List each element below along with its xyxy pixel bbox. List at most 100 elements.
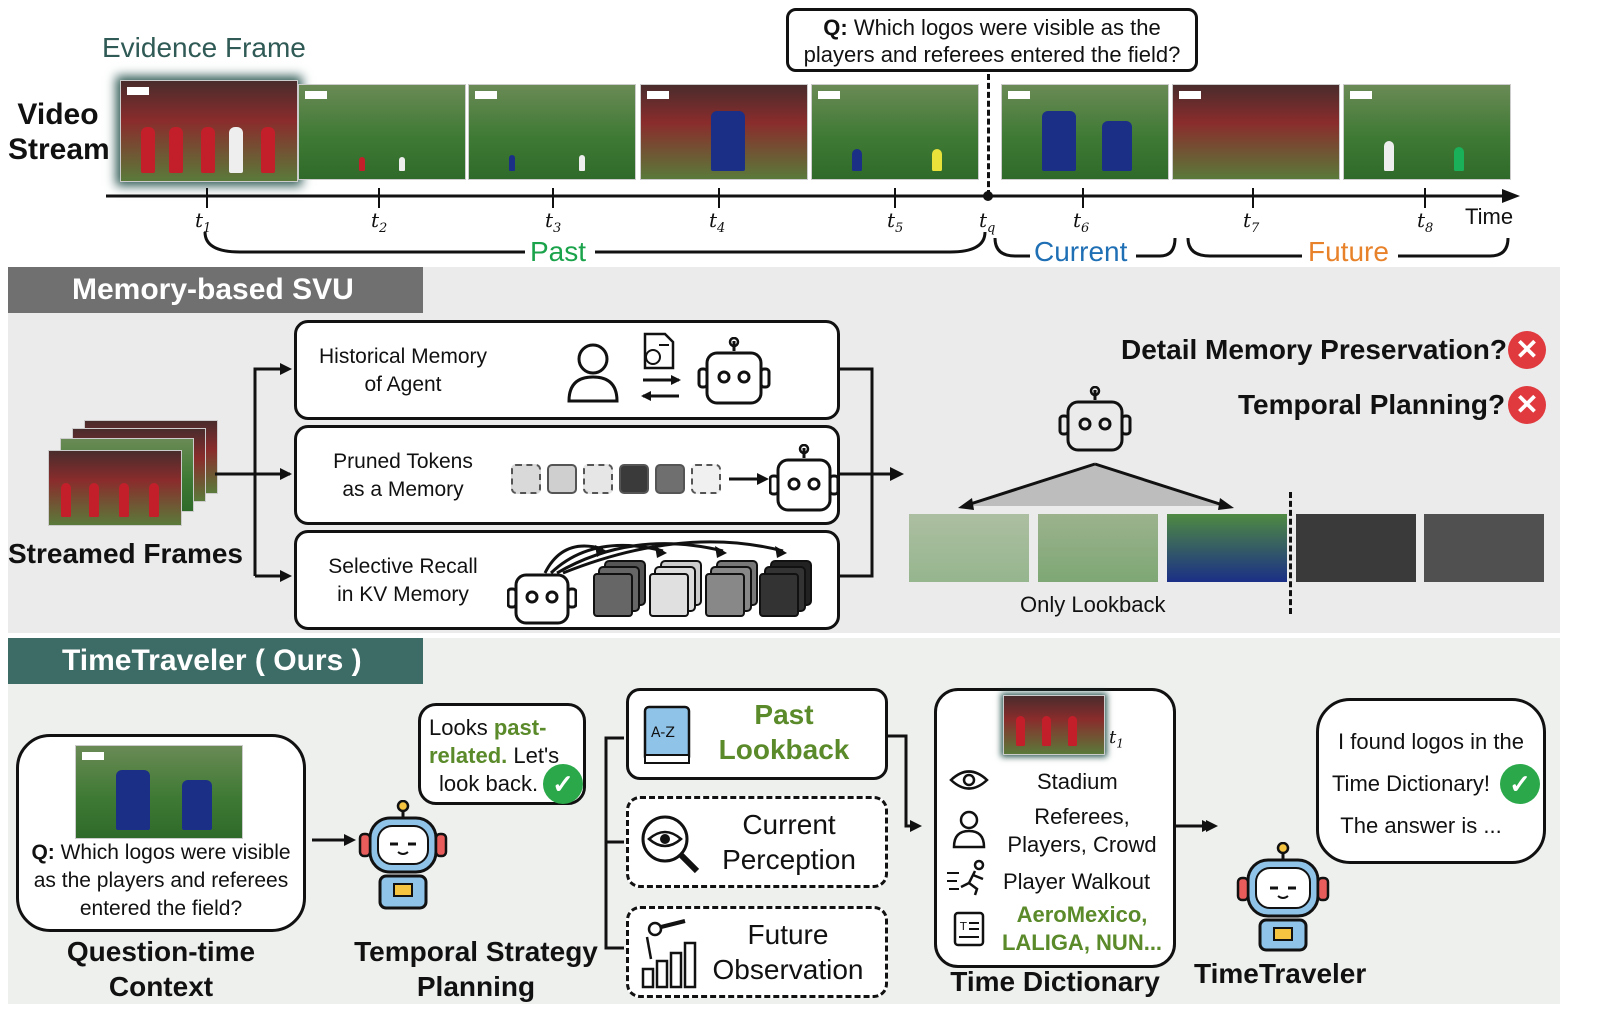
tick-label-4: t4: [709, 208, 726, 236]
token-pruned: [511, 464, 541, 494]
tick-label-2: t2: [371, 208, 388, 236]
tick-4: [718, 188, 720, 208]
user-icon: [567, 343, 619, 403]
current-line2: Perception: [722, 844, 856, 875]
current-label: Current: [1034, 236, 1128, 267]
context-label-line1: Question-time: [66, 936, 256, 967]
dict-people: Referees, Players, Crowd: [997, 803, 1167, 859]
robot-icon: [1058, 386, 1132, 452]
video-frame-2: [298, 84, 466, 180]
tick-label-8: t8: [1417, 208, 1434, 236]
video-frame-6: [1001, 84, 1169, 180]
timetraveler-robot-icon: [1236, 842, 1330, 952]
kv-stack: [705, 573, 745, 617]
svg-text:T: T: [959, 920, 967, 933]
bubble-text-e: look back.: [439, 771, 539, 796]
tick-label-q: tq: [979, 208, 996, 236]
video-frame-4: [640, 84, 808, 180]
svg-text:A-Z: A-Z: [651, 725, 675, 741]
evidence-frame-thumbnail: [120, 80, 298, 182]
lookback-triangle: [958, 462, 1234, 510]
pruned-tokens-box: Pruned Tokens as a Memory: [294, 425, 840, 525]
person-icon: [952, 810, 986, 849]
time-dictionary-label: Time Dictionary: [950, 966, 1160, 997]
memory-header: Memory-based SVU: [8, 267, 423, 313]
question-line1: Which logos were visible as the: [847, 15, 1161, 40]
tick-2: [378, 188, 380, 208]
video-stream-label: Video Stream: [8, 97, 110, 167]
context-line2: as the players and referees: [33, 869, 289, 892]
future-line1: Future: [747, 919, 829, 950]
tick-5: [894, 188, 896, 208]
x-icon: ✕: [1508, 331, 1546, 369]
running-icon: [947, 859, 985, 896]
time-axis-label: Time: [1465, 204, 1514, 229]
lookback-frame: [1038, 514, 1158, 582]
eye-icon: [949, 770, 989, 790]
selective-line1: Selective Recall: [328, 555, 478, 578]
question-line2: players and referees entered the field?: [803, 42, 1181, 67]
eye-magnifier-icon: [641, 815, 700, 874]
token-kept: [655, 464, 685, 494]
tick-label-5: t5: [887, 208, 904, 236]
ours-header: TimeTraveler ( Ours ): [8, 638, 423, 684]
future-observation-box: Future Observation: [626, 906, 888, 998]
exchange-arrows-icon: [641, 375, 681, 401]
robot-icon: [697, 337, 771, 405]
telescope-chart-icon: [641, 919, 697, 989]
lookback-frame: [1167, 514, 1287, 582]
memory-arrows: [215, 363, 904, 582]
dict-people-line1: Referees,: [1034, 804, 1130, 829]
past-label: Past: [530, 236, 587, 267]
past-lookback-line1: Past: [754, 699, 814, 730]
time-dictionary-box: t1 Stadium Referees, Players, Crowd Play…: [934, 688, 1176, 968]
kv-stack: [759, 573, 799, 617]
query-time-marker-line: [987, 74, 990, 196]
dictionary-frame-thumbnail: [1003, 695, 1105, 755]
tick-6: [1082, 188, 1084, 208]
historical-line2: of Agent: [364, 373, 442, 396]
answer-line3: The answer is ...: [1340, 813, 1502, 838]
text-document-icon: T: [953, 911, 985, 947]
token-pruned: [691, 464, 721, 494]
pruned-line1: Pruned Tokens: [333, 450, 473, 473]
temporal-strategy-planning-label: Temporal Strategy Planning: [346, 934, 606, 1004]
question-prefix: Q:: [823, 15, 848, 40]
video-frame-5: [811, 84, 979, 180]
document-clock-icon: [643, 332, 675, 370]
timetraveler-label: TimeTraveler: [1194, 958, 1367, 989]
streamed-frames-label: Streamed Frames: [8, 538, 244, 569]
arrow-icon: [729, 473, 769, 485]
check-icon: ✓: [1500, 764, 1540, 804]
past-lookback-box: A-Z Past Lookback: [626, 688, 888, 780]
context-line3: entered the field?: [79, 897, 243, 920]
tick-label-7: t7: [1243, 208, 1260, 236]
tick-3: [552, 188, 554, 208]
kv-stack: [593, 573, 633, 617]
video-stream-line2: Stream: [8, 133, 110, 166]
lookback-frame: [909, 514, 1029, 582]
dict-walkout: Player Walkout: [1003, 869, 1151, 894]
context-label-line2: Context: [108, 971, 214, 1002]
video-frame-3: [468, 84, 636, 180]
planning-line1: Temporal Strategy: [354, 936, 598, 967]
period-braces: [203, 231, 1510, 258]
timeline-axis: [106, 189, 1520, 203]
dict-people-line2: Players, Crowd: [1007, 832, 1157, 857]
historical-line1: Historical Memory: [318, 345, 488, 368]
bubble-text-b: past-: [493, 715, 547, 740]
context-frame-thumbnail: [75, 745, 243, 839]
dictionary-book-icon: A-Z: [643, 705, 691, 764]
recall-arrows: [543, 540, 787, 575]
selective-recall-box: Selective Recall in KV Memory: [294, 530, 840, 630]
check-icon: ✓: [543, 764, 583, 804]
dict-logos: AeroMexico, LALIGA, NUN...: [997, 901, 1167, 957]
current-line1: Current: [742, 809, 836, 840]
token-kept: [547, 464, 577, 494]
tick-1: [206, 188, 208, 208]
planning-line2: Planning: [416, 971, 536, 1002]
token-kept: [619, 464, 649, 494]
dictionary-time-label: t1: [1109, 727, 1124, 751]
video-frame-8: [1343, 84, 1511, 180]
tick-label-3: t3: [545, 208, 562, 236]
